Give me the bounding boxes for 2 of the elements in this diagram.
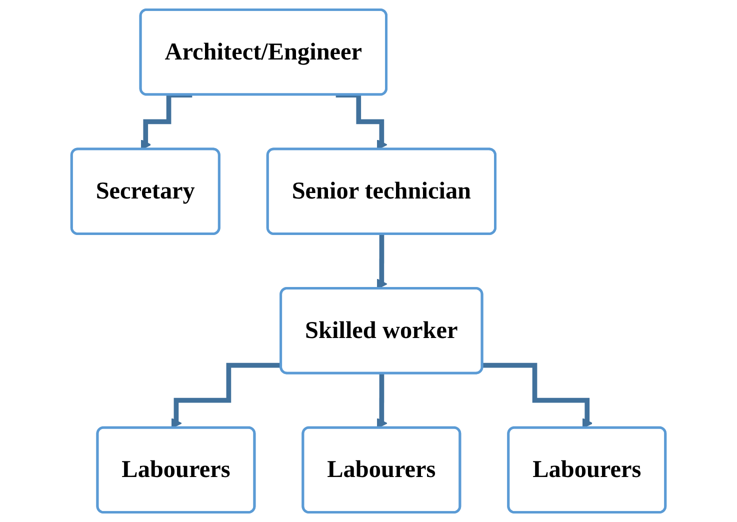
arrow	[482, 362, 593, 429]
arrow	[171, 362, 282, 429]
